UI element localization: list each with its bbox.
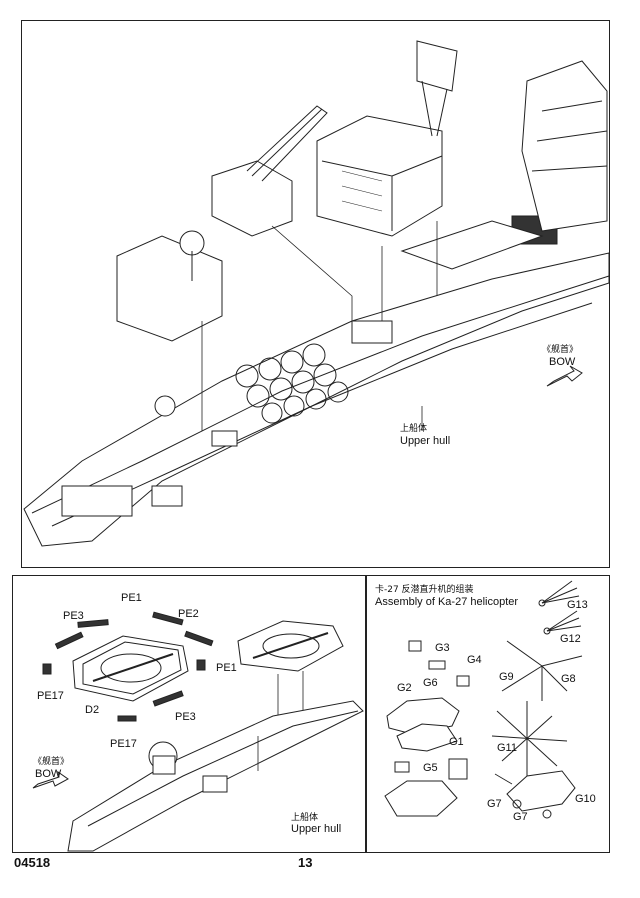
- part-g6-label: G6: [423, 677, 438, 689]
- part-g5-label: G5: [423, 762, 438, 774]
- bow-label: BOW: [35, 768, 62, 780]
- ship-hull-drawing: [23, 40, 610, 547]
- deck-parts-drawing: [32, 611, 364, 852]
- helicopter-assembly-panel: 卡-27 反潜直升机的组装 Assembly of Ka-27 helicopt…: [366, 575, 610, 853]
- part-pe2-label: PE2: [178, 608, 199, 620]
- part-g4-label: G4: [467, 654, 482, 666]
- bow-label: BOW: [549, 356, 576, 368]
- helicopter-parts-drawing: [384, 580, 583, 819]
- part-g1-label: G1: [449, 736, 464, 748]
- part-g12-label: G12: [560, 633, 581, 645]
- upper-hull-label: Upper hull: [291, 823, 342, 835]
- heli-title: Assembly of Ka-27 helicopter: [375, 596, 519, 608]
- part-g8-label: G8: [561, 673, 576, 685]
- part-g9-label: G9: [499, 671, 514, 683]
- part-g7-label-2: G7: [513, 811, 528, 823]
- part-pe17-label: PE17: [37, 690, 64, 702]
- part-pe1-label: PE1: [121, 592, 142, 604]
- part-g10-label: G10: [575, 793, 596, 805]
- part-g2-label: G2: [397, 682, 412, 694]
- deck-assembly-panel: PE1 PE2 PE3 PE17 D2 PE1 PE3 PE17 《舰首》 BO…: [12, 575, 366, 853]
- heli-title-zh: 卡-27 反潜直升机的组装: [375, 585, 474, 595]
- part-g11-label: G11: [497, 742, 517, 754]
- part-g13-label: G13: [567, 599, 588, 611]
- part-pe3-label-2: PE3: [175, 711, 196, 723]
- part-d2-label: D2: [85, 704, 100, 716]
- upper-hull-label: Upper hull: [400, 435, 451, 447]
- part-g7-label: G7: [487, 798, 502, 810]
- main-assembly-panel: 上船体 Upper hull 《舰首》 BOW: [21, 20, 610, 568]
- upper-hull-label-zh: 上船体: [400, 424, 428, 434]
- part-pe17-label-2: PE17: [110, 738, 137, 750]
- missile-launchers: [235, 343, 349, 424]
- bow-label-zh: 《舰首》: [542, 345, 579, 355]
- part-pe1-label-2: PE1: [216, 662, 237, 674]
- page-number: 13: [298, 855, 313, 870]
- bow-label-zh: 《舰首》: [33, 757, 70, 767]
- part-pe3-label: PE3: [63, 610, 84, 622]
- product-code: 04518: [14, 855, 51, 870]
- upper-hull-label-zh: 上船体: [291, 813, 319, 823]
- part-g3-label: G3: [435, 642, 450, 654]
